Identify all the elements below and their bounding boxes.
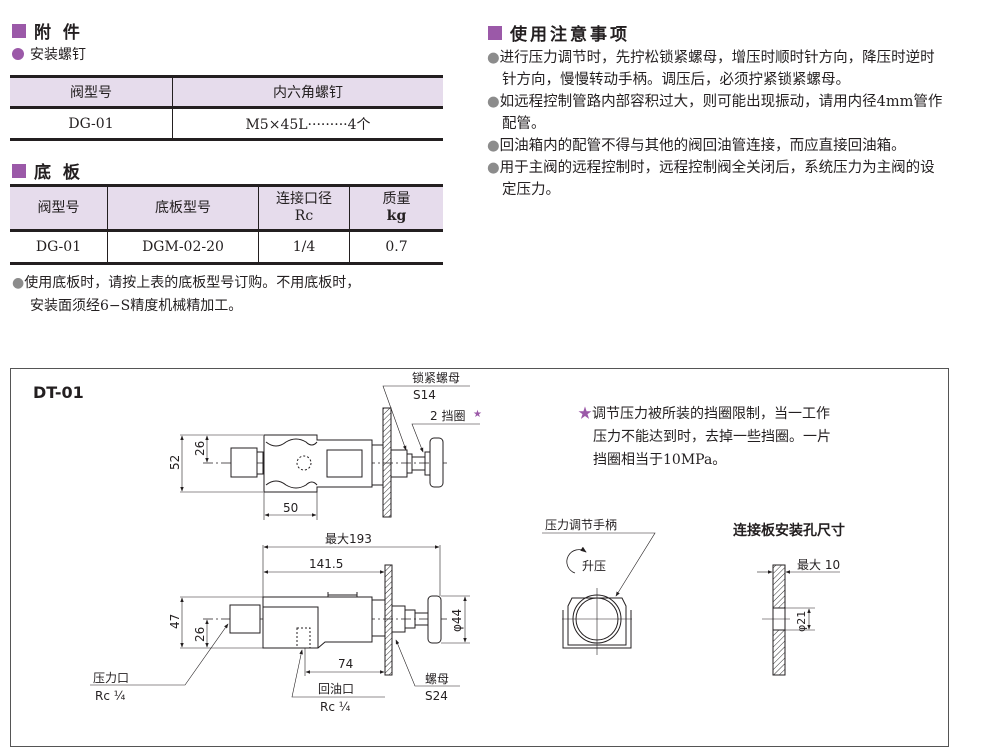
lock-nut-size: S14 bbox=[413, 388, 436, 402]
bullet-icon: ● bbox=[487, 94, 500, 110]
note-line: 安装面须经6−S精度机械精加工。 bbox=[30, 298, 243, 314]
square-bullet-icon bbox=[12, 23, 26, 38]
precautions-list: ●进行压力调节时，先拧松锁紧螺母，增压时顺时针方向，降压时逆时针方向，慢慢转动手… bbox=[487, 47, 947, 201]
precautions-title: 使用注意事项 bbox=[510, 25, 630, 45]
note-line: 使用底板时，请按上表的底板型号订购。不用底板时， bbox=[24, 275, 361, 291]
header-valve-model: 阀型号 bbox=[10, 185, 108, 232]
header-hex-screw: 内六角螺钉 bbox=[172, 76, 443, 109]
cell-screw: M5×45L·········4个 bbox=[172, 107, 443, 140]
drawing-frame bbox=[10, 368, 949, 747]
star-note-line: 压力不能达到时，去掉一些挡圈。一片 bbox=[593, 429, 831, 445]
dim-47: 47 bbox=[168, 614, 182, 629]
nut-label: 螺母 bbox=[425, 672, 449, 686]
base-plate-heading: 底 板 bbox=[12, 158, 83, 183]
dim-max193: 最大193 bbox=[325, 532, 372, 546]
list-item: ●如远程控制管路内部容积过大，则可能出现振动，请用内径4mm管作配管。 bbox=[487, 91, 947, 135]
handle-label: 压力调节手柄 bbox=[545, 518, 617, 532]
cell-mass: 0.7 bbox=[349, 230, 443, 264]
screws-subtitle: 安装螺钉 bbox=[30, 47, 86, 63]
screws-subheading: 安装螺钉 bbox=[12, 44, 86, 64]
star-icon: ★ bbox=[473, 409, 482, 420]
star-icon: ★ bbox=[578, 406, 592, 422]
table-row: DG-01 M5×45L·········4个 bbox=[10, 107, 443, 140]
cell-model: DG-01 bbox=[68, 115, 114, 132]
increase-label: 升压 bbox=[582, 559, 606, 573]
ring-label: 2 挡圈 bbox=[430, 409, 465, 423]
return-port-label: 回油口 bbox=[318, 682, 354, 696]
port-size-unit: Rc bbox=[294, 208, 314, 224]
handle-view bbox=[542, 532, 656, 655]
dim-26-front: 26 bbox=[193, 627, 207, 642]
model-label: DT-01 bbox=[33, 383, 84, 402]
square-bullet-icon bbox=[488, 25, 502, 40]
accessories-title: 附 件 bbox=[34, 23, 83, 43]
item-text: 回油箱内的配管不得与其他的阀回油管连接，而应直接回油箱。 bbox=[499, 138, 906, 154]
dim-52: 52 bbox=[168, 455, 182, 470]
cell-port-size: 1/4 bbox=[258, 230, 350, 264]
precautions-heading: 使用注意事项 bbox=[488, 20, 630, 45]
base-plate-title: 底 板 bbox=[34, 163, 83, 183]
base-plate-note: ●使用底板时，请按上表的底板型号订购。不用底板时， 安装面须经6−S精度机械精加… bbox=[12, 272, 360, 318]
bullet-icon: ● bbox=[487, 50, 500, 66]
dim-74: 74 bbox=[338, 657, 353, 671]
item-text: 如远程控制管路内部容积过大，则可能出现振动，请用内径4mm管作配管。 bbox=[499, 94, 943, 132]
header-valve-model: 阀型号 bbox=[10, 76, 173, 109]
bullet-icon: ● bbox=[12, 275, 25, 291]
item-text: 进行压力调节时，先拧松锁紧螺母，增压时顺时针方向，降压时逆时针方向，慢慢转动手柄… bbox=[499, 50, 935, 88]
cell-model: DG-01 bbox=[35, 239, 82, 255]
square-bullet-icon bbox=[12, 163, 26, 178]
dim-phi21: φ21 bbox=[795, 611, 808, 632]
bullet-icon: ● bbox=[487, 160, 500, 176]
lock-nut-label: 锁紧螺母 bbox=[412, 370, 460, 385]
port-size-label: 连接口径 bbox=[276, 191, 332, 207]
star-note-line: 挡圈相当于10MPa。 bbox=[593, 452, 727, 468]
dim-phi44: φ44 bbox=[450, 609, 464, 632]
header-plate-model: 底板型号 bbox=[107, 185, 259, 232]
hole-view bbox=[757, 564, 840, 676]
mass-label: 质量 bbox=[382, 191, 411, 207]
star-note: ★调节压力被所装的挡圈限制，当一工作 压力不能达到时，去掉一些挡圈。一片 挡圈相… bbox=[578, 403, 898, 472]
pressure-port-label: 压力口 bbox=[93, 671, 129, 685]
dim-max10: 最大 10 bbox=[797, 558, 840, 572]
top-view bbox=[180, 385, 480, 520]
item-text: 用于主阀的远程控制时，远程控制阀全关闭后，系统压力为主阀的设定压力。 bbox=[499, 160, 935, 198]
accessories-heading: 附 件 bbox=[12, 18, 83, 43]
cell-plate-model: DGM-02-20 bbox=[107, 230, 259, 264]
nut-size: S24 bbox=[425, 689, 448, 703]
mass-unit: kg bbox=[386, 208, 407, 224]
return-port-size: Rc ¼ bbox=[320, 700, 351, 714]
list-item: ●用于主阀的远程控制时，远程控制阀全关闭后，系统压力为主阀的设定压力。 bbox=[487, 157, 947, 201]
screw-table: 阀型号内六角螺钉 DG-01 M5×45L·········4个 bbox=[10, 75, 443, 141]
dim-26-top: 26 bbox=[193, 441, 207, 456]
dim-141-5: 141.5 bbox=[309, 557, 343, 571]
bullet-icon: ● bbox=[487, 138, 500, 154]
hole-title: 连接板安装孔尺寸 bbox=[733, 523, 845, 539]
list-item: ●进行压力调节时，先拧松锁紧螺母，增压时顺时针方向，降压时逆时针方向，慢慢转动手… bbox=[487, 47, 947, 91]
front-view bbox=[90, 545, 470, 698]
pressure-port-size: Rc ¼ bbox=[95, 689, 126, 703]
table-row: DG-01 DGM-02-20 1/4 0.7 bbox=[10, 230, 443, 264]
dim-50: 50 bbox=[283, 501, 298, 515]
circle-bullet-icon bbox=[12, 48, 24, 60]
list-item: ●回油箱内的配管不得与其他的阀回油管连接，而应直接回油箱。 bbox=[487, 135, 947, 157]
star-note-line: 调节压力被所装的挡圈限制，当一工作 bbox=[592, 406, 830, 422]
